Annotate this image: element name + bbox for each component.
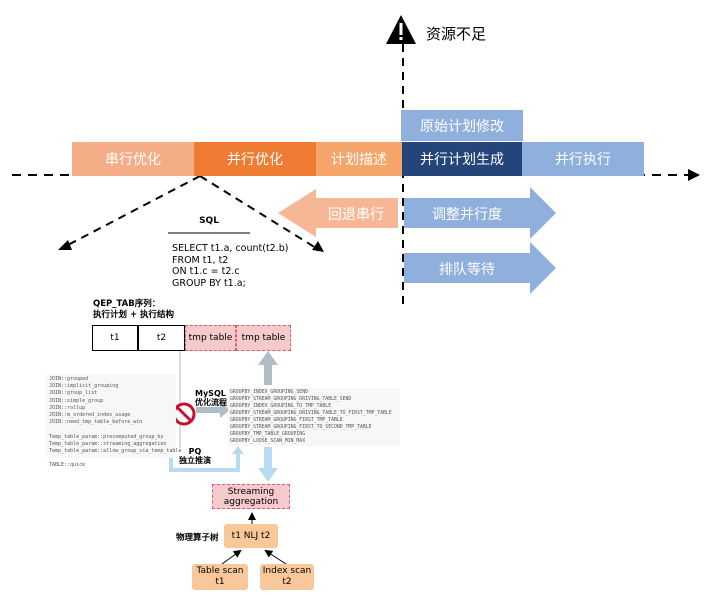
pq-flow-label: PQ 独立推演 (178, 447, 212, 465)
sql-text: SELECT t1.a, count(t2.b) FROM t1, t2 ON … (172, 243, 288, 289)
stage-original-plan-modify: 原始计划修改 (401, 110, 523, 141)
streaming-line2: aggregation (223, 496, 279, 507)
fallback-serial-label: 回退串行 (328, 207, 384, 223)
physical-operator-tree-label: 物理算子树 (176, 533, 219, 543)
streaming-aggregation-node: Streaming aggregation (212, 484, 290, 509)
sql-line: SELECT t1.a, count(t2.b) (172, 243, 289, 254)
mysql-flow-arrow (196, 402, 230, 418)
resource-shortage-label: 资源不足 (426, 25, 487, 43)
qep-cell-t2: t2 (138, 325, 185, 351)
qep-title: QEP_TAB序列： 执行计划 + 执行结构 (93, 299, 174, 321)
stage-parallel-execute: 并行执行 (522, 142, 644, 176)
zoom-right-dashed (199, 175, 317, 249)
qep-cell-tmp-table-1: tmp table (185, 325, 236, 351)
op-index-scan-line2: t2 (282, 577, 292, 587)
adjust-arrow-shape (404, 187, 556, 239)
sql-title: SQL (199, 216, 219, 226)
queue-wait-label: 排队等待 (439, 262, 495, 278)
op-nlj: t1 NLJ t2 (224, 524, 278, 548)
stage-plan-describe: 计划描述 (316, 142, 402, 176)
streaming-line1: Streaming (227, 486, 275, 497)
pq-flow-line2: 独立推演 (179, 456, 211, 465)
qep-title-line1: QEP_TAB序列： (93, 299, 161, 309)
pq-flow-line1: PQ (188, 447, 202, 456)
op-table-scan-line2: t1 (215, 577, 225, 587)
mysql-flow-label: MySQL 优化流程 (195, 389, 227, 407)
sql-line: FROM t1, t2 (172, 254, 229, 266)
stage-parallel-optimization: 并行优化 (194, 142, 316, 176)
timeline-arrowhead (688, 169, 700, 181)
op-table-scan: Table scan t1 (192, 564, 248, 590)
join-fields-panel: JOIN::grouped JOIN::implicit_grouping JO… (46, 374, 181, 468)
pq-flow-arrow (169, 446, 244, 472)
stage-serial-optimization: 串行优化 (72, 142, 194, 176)
zoom-left-arrowhead (58, 240, 72, 250)
sql-line: ON t1.c = t2.c (172, 266, 240, 277)
groupby-strategies-panel: GROUPBY_INDEX_GROUPING_SEND GROUPBY_STRE… (228, 388, 400, 446)
zoom-right-arrowhead (312, 241, 324, 252)
op-index-scan: Index scan t2 (260, 564, 314, 590)
stage-parallel-plan-generate: 并行计划生成 (402, 142, 522, 176)
queue-arrow-shape (404, 242, 556, 294)
op-table-scan-line1: Table scan (196, 566, 244, 576)
qep-title-line2: 执行计划 + 执行结构 (93, 310, 175, 320)
adjust-parallelism-label: 调整并行度 (432, 207, 502, 223)
fallback-arrow-shape (278, 189, 398, 237)
op-index-scan-line1: Index scan (262, 566, 312, 576)
warning-icon (386, 15, 416, 44)
no-entry-icon (172, 402, 196, 426)
strategy-to-streaming-arrow (258, 447, 278, 482)
mysql-flow-line2: 优化流程 (195, 398, 227, 407)
mysql-flow-line1: MySQL (195, 389, 226, 398)
strategy-to-tmp-arrow (258, 351, 278, 385)
qep-cell-t1: t1 (92, 325, 138, 351)
qep-cell-tmp-table-2: tmp table (236, 325, 291, 351)
sql-line: GROUP BY t1.a; (172, 277, 246, 289)
zoom-left-dashed (65, 175, 201, 247)
